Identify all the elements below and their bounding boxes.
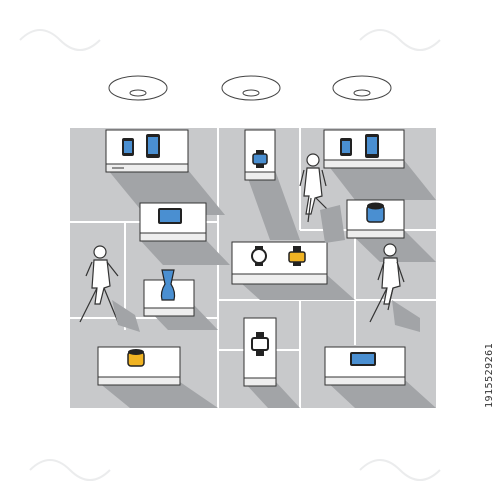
tablet-table xyxy=(139,202,207,242)
shopper-shadow xyxy=(112,300,140,332)
shopper-shadow xyxy=(392,300,420,332)
watches-table-center xyxy=(231,241,328,285)
smartphone-icon xyxy=(146,134,160,158)
watermark-id: 1915529261 xyxy=(484,342,495,408)
smartwatch-icon xyxy=(251,332,269,356)
phones-table-right xyxy=(323,129,405,169)
watch-table-top xyxy=(244,129,276,181)
smart-speaker-icon xyxy=(366,202,385,223)
shopper-shadow xyxy=(320,205,345,243)
tablet-table-bottom xyxy=(324,346,406,386)
tablet-icon xyxy=(350,352,376,366)
tablet-icon xyxy=(158,208,182,224)
smartwatch-icon xyxy=(252,150,268,168)
smartphone-icon xyxy=(122,138,134,156)
speaker-table-gold xyxy=(97,346,181,386)
ceiling-lamp xyxy=(108,75,168,101)
watch-table-bottom xyxy=(243,317,277,387)
vase-icon xyxy=(160,269,176,301)
shopper-figure xyxy=(79,245,119,323)
ceiling-lamp xyxy=(221,75,281,101)
smart-speaker-icon xyxy=(127,349,145,367)
smartphone-icon xyxy=(365,134,379,158)
smartwatch-icon xyxy=(288,246,306,266)
smartphone-icon xyxy=(340,138,352,156)
smartwatch-icon xyxy=(251,246,267,266)
shopper-figure xyxy=(369,243,405,323)
phones-table-left xyxy=(105,129,189,173)
ceiling-lamp xyxy=(332,75,392,101)
watermark-pattern xyxy=(19,29,441,481)
vase-table xyxy=(143,269,195,317)
speaker-table-blue xyxy=(346,199,405,239)
